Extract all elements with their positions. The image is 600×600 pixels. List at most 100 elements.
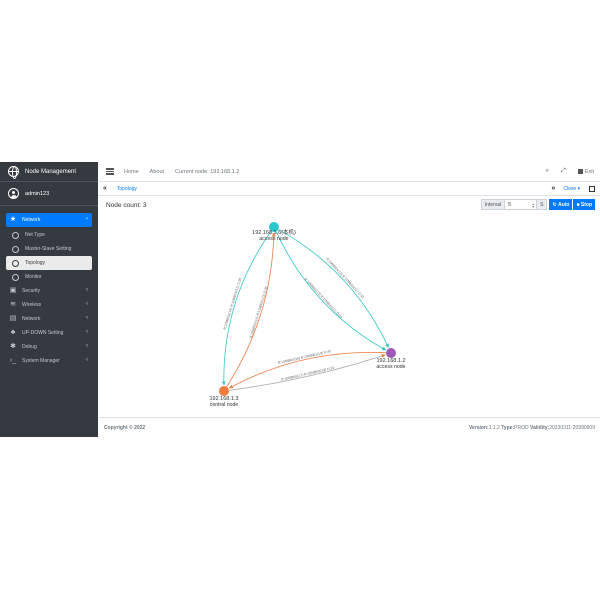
sidebar-item-label: Monitor: [25, 274, 42, 280]
refresh-icon: ↻: [552, 201, 559, 208]
spinner-icon[interactable]: ▴▾: [532, 201, 535, 209]
chevron-left-icon: ‹: [86, 343, 88, 349]
terminal-icon: ›_: [9, 357, 17, 364]
graph-edges: R:10MBit/s(13) R:11MBit/s(11) D:33R:10MB…: [221, 229, 389, 391]
graph-node[interactable]: [269, 222, 279, 232]
node-count-label: Node count:: [106, 202, 142, 209]
footer: Copyright © 2022 Version:1.1.2 Type:PROD…: [98, 417, 600, 437]
graph-node[interactable]: [219, 386, 229, 396]
graph-edge[interactable]: [221, 230, 272, 386]
graph-edge[interactable]: [228, 354, 386, 391]
sidebar: Node Management admin123 ★ Network ‹ Net…: [0, 162, 98, 437]
graph-node[interactable]: [386, 348, 396, 358]
validity-label: Validity:: [530, 424, 550, 431]
tab-scroll-right-icon[interactable]: »: [551, 185, 556, 192]
stop-button[interactable]: ■ Stop: [573, 199, 595, 210]
copyright: Copyright © 2022: [104, 424, 146, 431]
version-value: 1.1.2: [488, 424, 500, 431]
tab-bar: « Topology » Close ▾: [98, 182, 600, 196]
circle-icon: [12, 259, 19, 267]
refresh-controls: Interval 5 ▴▾ S ↻ Auto ■ Stop: [480, 199, 595, 210]
graph-node-ip: 192.168.1.3: [209, 396, 238, 402]
sidebar-item-label: UP-DOWN Setting: [22, 330, 64, 336]
graph-edge-label: R:10MBit/s(13) R:11MBit/s(11) D:33: [325, 257, 365, 299]
node-count-value: 3: [142, 202, 147, 209]
top-navbar: Home About Current node: 192.168.1.2 ⌕ ⤢…: [98, 162, 600, 182]
tab-topology[interactable]: Topology: [116, 185, 137, 192]
node-count: Node count: 3: [106, 202, 147, 209]
topology-graph[interactable]: R:10MBit/s(13) R:11MBit/s(11) D:33R:10MB…: [98, 196, 600, 416]
sidebar-item-topology[interactable]: Topology: [6, 256, 92, 270]
stop-icon: ■: [576, 201, 581, 208]
graph-edge-label: R:10MBit/s(14) R:11MBit/s(12) D:34: [223, 277, 243, 330]
brand[interactable]: Node Management: [0, 162, 98, 182]
sidebar-item-wireless[interactable]: ≋ Wireless ‹: [6, 298, 92, 312]
chevron-left-icon: ‹: [86, 301, 88, 307]
stop-label: Stop: [580, 201, 592, 208]
user-panel[interactable]: admin123: [0, 182, 98, 206]
version-label: Version:: [468, 424, 489, 431]
search-icon[interactable]: ⌕: [545, 168, 550, 174]
sidebar-item-debug[interactable]: ✱ Debug ‹: [6, 340, 92, 354]
bug-icon: ✱: [10, 343, 16, 350]
user-avatar-icon: [8, 188, 19, 199]
graph-edge-label: R:10MBit/s(17) R:10MBit/s(19) D:33: [281, 366, 335, 382]
tab-fullscreen-icon[interactable]: [589, 185, 595, 192]
circle-icon: [12, 273, 19, 281]
close-dropdown-button[interactable]: Close ▾: [563, 185, 580, 192]
graph-node-ip: 192.168.1.2: [376, 358, 405, 364]
about-link[interactable]: About: [149, 168, 165, 175]
interval-input[interactable]: 5 ▴▾: [505, 199, 538, 210]
sidebar-item-label: Debug: [22, 344, 37, 350]
sidebar-item-master-slave-setting[interactable]: Master-Slave Setting: [6, 242, 92, 256]
network-icon: ▤: [9, 315, 17, 322]
brand-title: Node Management: [25, 168, 77, 175]
tab-scroll-left-icon[interactable]: «: [103, 185, 107, 192]
circle-icon: [12, 245, 19, 253]
auto-button[interactable]: ↻ Auto: [549, 199, 573, 210]
sidebar-item-label: Network: [22, 316, 41, 322]
type-value: PROD: [514, 424, 529, 431]
sidebar-item-label: Security: [22, 288, 41, 294]
sidebar-item-net-type[interactable]: Net Type: [6, 228, 92, 242]
exit-button[interactable]: Exit: [577, 169, 594, 175]
sidebar-item-up-down-setting[interactable]: ♣ UP-DOWN Setting ‹: [6, 326, 92, 340]
version-info: Version:1.1.2 Type:PROD Validity:2023031…: [469, 425, 595, 431]
fullscreen-icon[interactable]: ⤢: [561, 168, 566, 174]
sidebar-item-security[interactable]: ▣ Security ‹: [6, 284, 92, 298]
exit-icon: [577, 169, 583, 174]
hamburger-menu-icon[interactable]: [106, 167, 114, 176]
globe-icon: [8, 166, 19, 179]
graph-node-role: access node: [259, 236, 288, 242]
star-icon: ★: [9, 216, 17, 223]
graph-nodes: 192.168.1.6(本机)access node192.168.1.2acc…: [209, 222, 406, 408]
sidebar-item-label: System Manager: [22, 358, 60, 364]
interval-unit: S: [537, 199, 548, 210]
app-window: Node Management admin123 ★ Network ‹ Net…: [0, 162, 600, 437]
graph-edge-label: R:10MBit/s(14) R:11MBit/s(13) D:35: [249, 286, 269, 339]
chevron-left-icon: ‹: [86, 329, 88, 335]
wifi-icon: ≋: [10, 301, 16, 308]
home-link[interactable]: Home: [124, 168, 139, 175]
type-label: Type:: [501, 424, 515, 431]
graph-edge[interactable]: [226, 232, 276, 388]
graph-edge[interactable]: [275, 231, 387, 351]
sitemap-icon: ♣: [10, 329, 16, 336]
sidebar-item-network[interactable]: ▤ Network ‹: [6, 312, 92, 326]
graph-edge[interactable]: [278, 229, 389, 348]
sidebar-item-monitor[interactable]: Monitor: [6, 270, 92, 284]
validity-value: 20230311-20990909: [549, 424, 595, 431]
lock-icon: ▣: [9, 287, 17, 294]
graph-edge[interactable]: [228, 351, 387, 389]
chevron-left-icon: ‹: [86, 357, 88, 363]
sidebar-item-network-group[interactable]: ★ Network ‹: [6, 213, 92, 227]
auto-label: Auto: [558, 201, 570, 208]
graph-node-role: access node: [376, 364, 405, 370]
graph-edge-label: R:10MBit/s(13) R:11MBit/s(11) D:33: [304, 277, 344, 319]
sidebar-nav: ★ Network ‹ Net Type Master-Slave Settin…: [0, 206, 98, 368]
sidebar-item-label: Wireless: [22, 302, 42, 308]
sidebar-item-system-manager[interactable]: ›_ System Manager ‹: [6, 354, 92, 368]
user-name: admin123: [25, 190, 50, 197]
chevron-left-icon: ‹: [86, 216, 88, 222]
